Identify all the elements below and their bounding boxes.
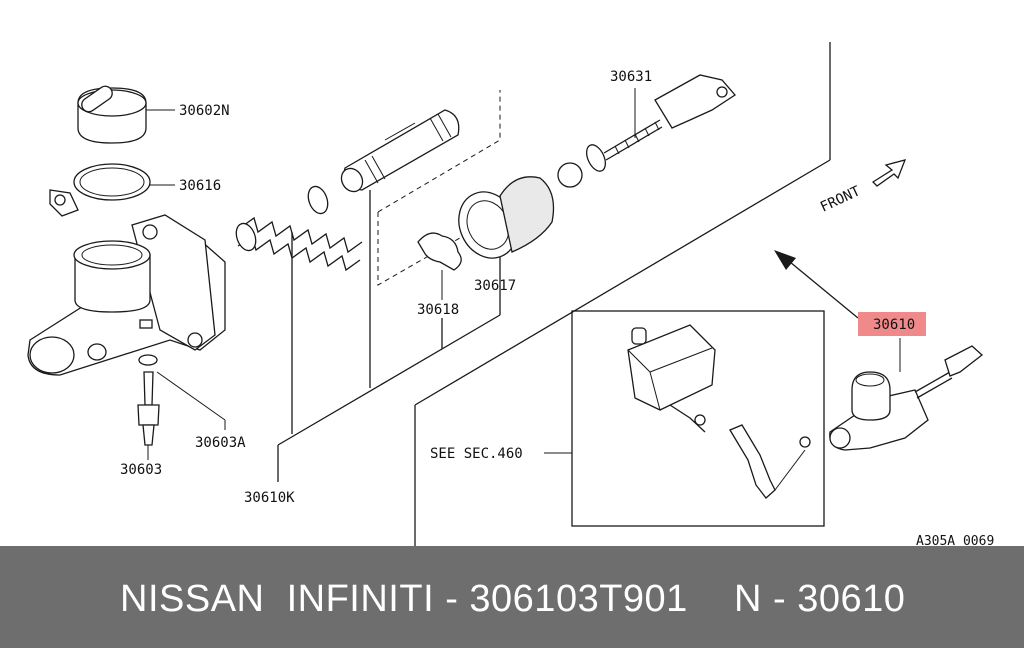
retainer-30618 bbox=[417, 232, 462, 300]
label-30610K: 30610K bbox=[244, 490, 295, 506]
label-30618: 30618 bbox=[417, 302, 459, 318]
assembled-cylinder-30610 bbox=[829, 338, 984, 451]
reservoir-cap-30602N bbox=[77, 85, 175, 144]
master-cylinder-body bbox=[27, 214, 226, 376]
label-30617: 30617 bbox=[474, 278, 516, 294]
footer-banner: NISSAN INFINITI - 306103T901 N - 30610 bbox=[0, 546, 1024, 648]
dust-boot-30617 bbox=[458, 176, 555, 275]
pointer-arrow-icon bbox=[774, 250, 859, 319]
label-30603: 30603 bbox=[120, 462, 162, 478]
label-30602N: 30602N bbox=[179, 103, 230, 119]
repair-kit-outline bbox=[377, 90, 501, 286]
label-30631: 30631 bbox=[610, 69, 652, 85]
bleeder-screw-30603 bbox=[137, 354, 226, 460]
return-spring bbox=[235, 185, 363, 272]
front-arrow-icon bbox=[871, 159, 907, 187]
frame-lines bbox=[277, 42, 831, 546]
clamp-ring-30616 bbox=[49, 163, 175, 217]
footer-part-number: NISSAN INFINITI - 306103T901 bbox=[120, 578, 688, 620]
piston bbox=[340, 109, 460, 193]
highlight-box-30610 bbox=[858, 312, 926, 336]
footer-ref-number: N - 30610 bbox=[734, 578, 906, 620]
label-30616: 30616 bbox=[179, 178, 221, 194]
push-rod-30631 bbox=[557, 74, 736, 188]
label-30610: 30610 bbox=[873, 317, 915, 333]
label-30603A: 30603A bbox=[195, 435, 246, 451]
inset-reservoir-box bbox=[544, 310, 825, 527]
label-front: FRONT bbox=[818, 183, 863, 216]
parts-diagram: 30602N 30616 30603A 30603 30610K 30618 3… bbox=[27, 42, 994, 546]
label-ref-code: A305A 0069 bbox=[916, 534, 994, 546]
label-see-sec: SEE SEC.460 bbox=[430, 446, 523, 462]
